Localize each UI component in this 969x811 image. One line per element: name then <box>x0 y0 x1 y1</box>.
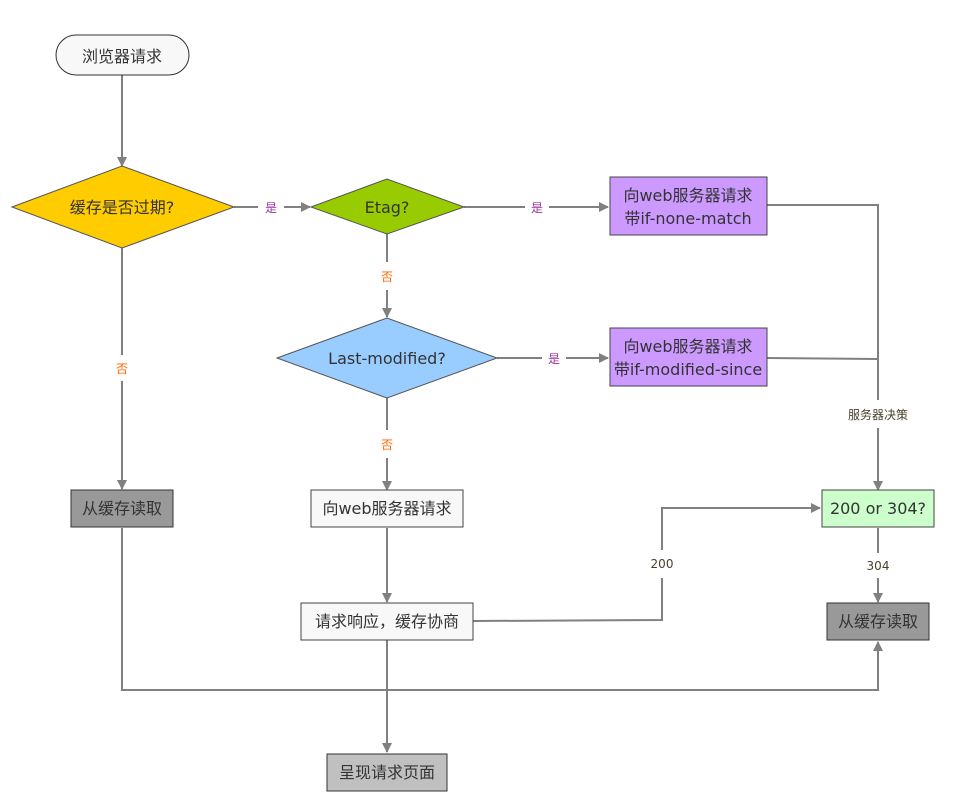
node-status-check-label: 200 or 304? <box>830 499 926 518</box>
edge-label-200: 200 <box>651 557 674 571</box>
node-req-none-match[interactable]: 向web服务器请求 带if-none-match <box>609 176 768 236</box>
node-read-cache-right-label: 从缓存读取 <box>838 612 918 631</box>
node-etag-label: Etag? <box>365 198 410 217</box>
edge-response-200-b <box>661 503 821 550</box>
node-req-modified-since-line2: 带if-modified-since <box>614 360 762 379</box>
node-last-modified[interactable]: Last-modified? <box>275 317 499 399</box>
edge-label-etag-yes: 是 <box>531 201 543 215</box>
node-read-cache-left-label: 从缓存读取 <box>82 499 162 518</box>
edge-label-lm-no: 否 <box>381 438 393 452</box>
node-req-server[interactable]: 向web服务器请求 <box>310 489 464 528</box>
node-cache-expired-label: 缓存是否过期? <box>70 198 175 217</box>
edge-label-cache-no: 否 <box>116 362 128 376</box>
node-req-none-match-line2: 带if-none-match <box>624 209 751 228</box>
node-last-modified-label: Last-modified? <box>328 349 446 368</box>
edge-label-lm-yes: 是 <box>548 352 560 366</box>
node-req-modified-since-line1: 向web服务器请求 <box>623 337 752 356</box>
node-req-server-label: 向web服务器请求 <box>322 499 451 518</box>
edge-none-match-to-decision <box>767 204 879 400</box>
node-req-none-match-line1: 向web服务器请求 <box>623 186 752 205</box>
node-response-negotiate[interactable]: 请求响应，缓存协商 <box>300 602 474 641</box>
node-read-cache-right[interactable]: 从缓存读取 <box>826 602 930 641</box>
node-read-cache-left[interactable]: 从缓存读取 <box>70 489 174 528</box>
node-render-page-label: 呈现请求页面 <box>339 763 435 782</box>
node-start-label: 浏览器请求 <box>82 47 162 66</box>
edge-label-cache-yes: 是 <box>265 201 277 215</box>
edge-response-200-a <box>472 578 663 622</box>
node-render-page[interactable]: 呈现请求页面 <box>326 753 448 792</box>
edge-label-304: 304 <box>867 559 890 573</box>
edge-left-cache-to-right-cache <box>121 528 883 691</box>
node-status-check[interactable]: 200 or 304? <box>821 489 935 528</box>
edge-label-server-decision: 服务器决策 <box>848 407 908 422</box>
node-response-negotiate-label: 请求响应，缓存协商 <box>315 612 459 631</box>
node-cache-expired[interactable]: 缓存是否过期? <box>10 165 236 249</box>
node-req-modified-since[interactable]: 向web服务器请求 带if-modified-since <box>609 327 768 387</box>
edge-label-etag-no: 否 <box>381 270 393 284</box>
node-etag[interactable]: Etag? <box>309 178 466 235</box>
edge-modified-since-join <box>766 357 879 360</box>
node-start[interactable]: 浏览器请求 <box>55 34 190 76</box>
